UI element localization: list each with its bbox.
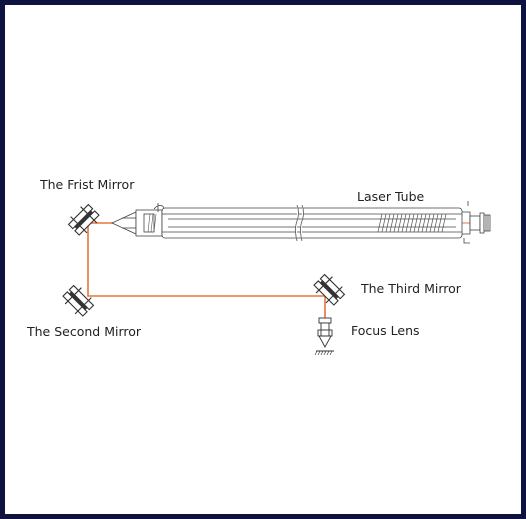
focus-lens	[314, 317, 334, 356]
second-mirror-label: The Second Mirror	[26, 324, 142, 339]
focus-lens-label: Focus Lens	[351, 323, 420, 338]
third-mirror-label: The Third Mirror	[360, 281, 462, 296]
laser-tube-label: Laser Tube	[357, 189, 425, 204]
second-mirror	[62, 284, 95, 317]
first-mirror-label: The Frist Mirror	[39, 177, 135, 192]
third-mirror	[313, 273, 346, 306]
first-mirror	[67, 203, 100, 236]
laser-tube	[111, 201, 491, 244]
